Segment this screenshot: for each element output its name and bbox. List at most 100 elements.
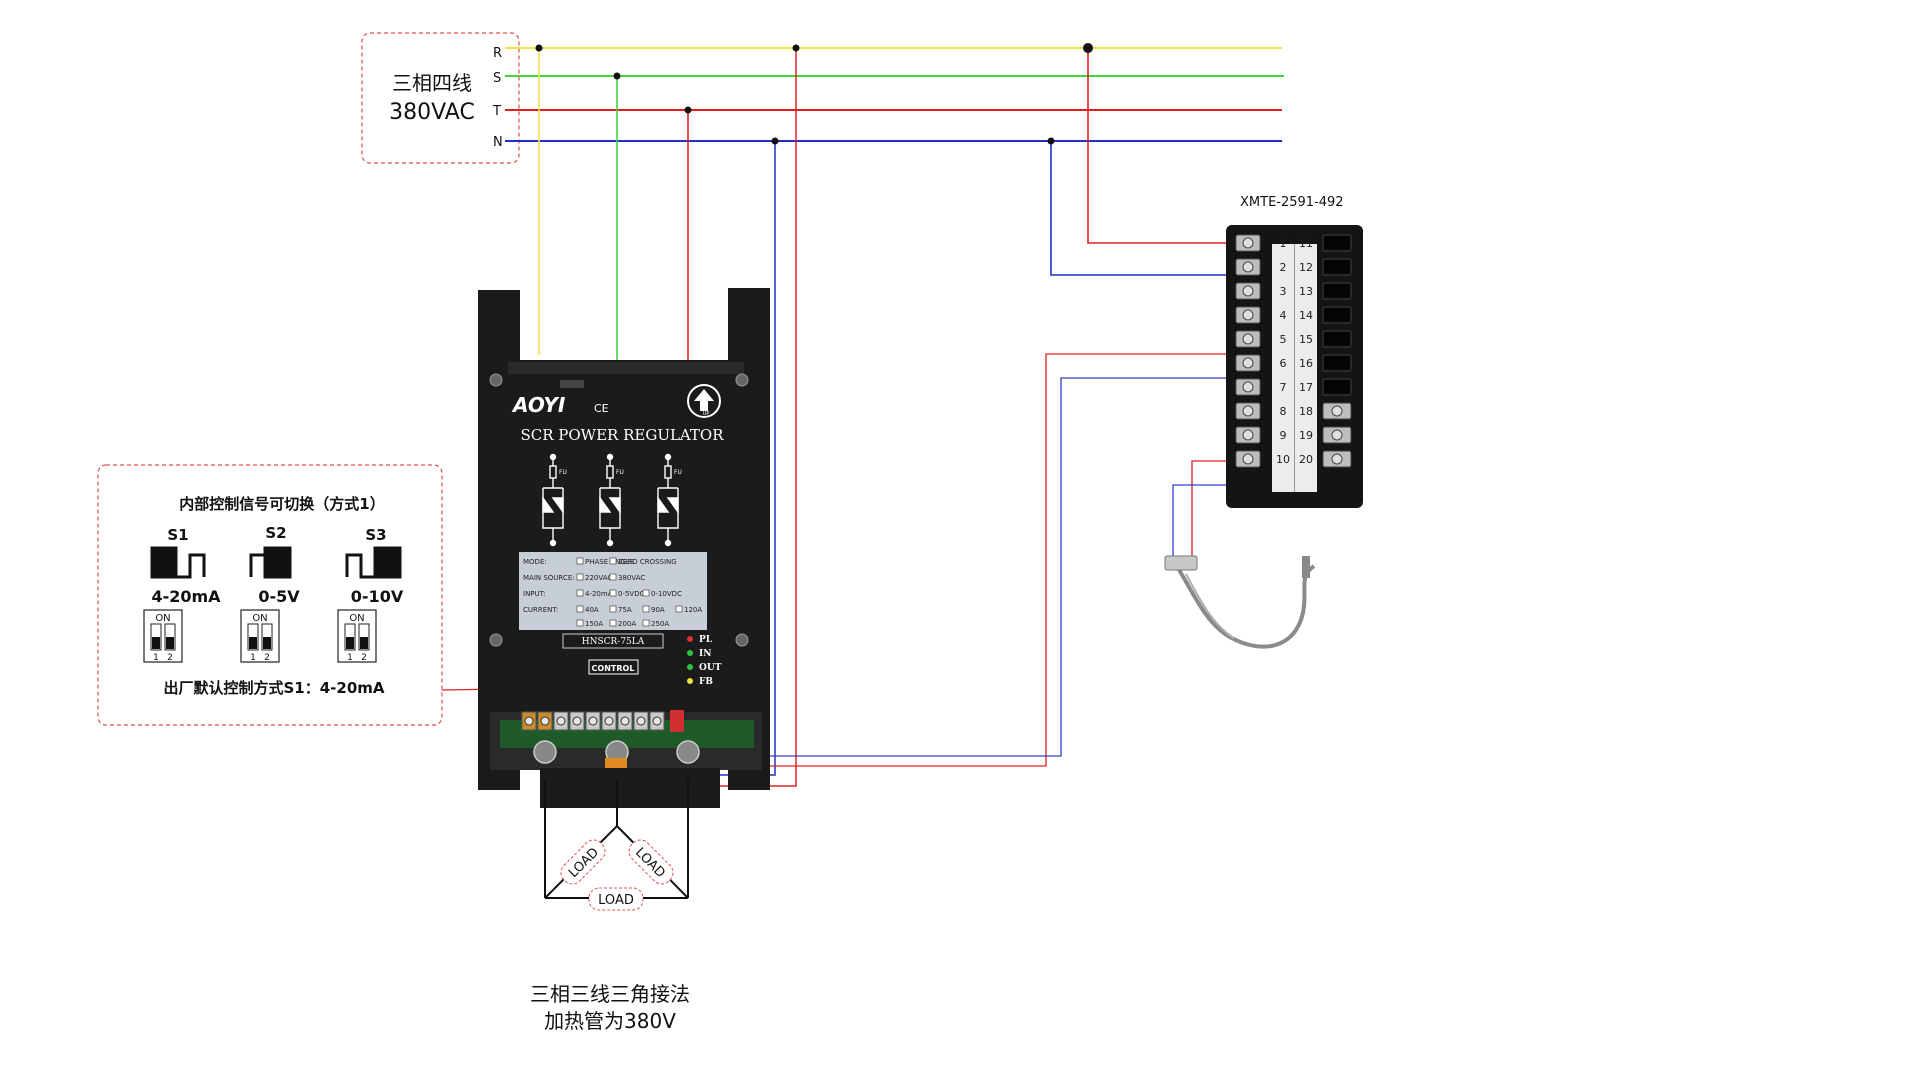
- led-indicator: [687, 636, 693, 642]
- led-label: IN: [699, 649, 711, 659]
- sensor-minus-wire: [1172, 484, 1236, 556]
- spec-key: MAIN SOURCE:: [523, 574, 575, 582]
- controller-terminal-number: 10: [1276, 453, 1290, 466]
- spec-option: 380VAC: [618, 574, 645, 582]
- screw-head-icon: [572, 716, 582, 726]
- fuse-label: FU: [674, 469, 682, 476]
- regulator-name: SCR POWER REGULATOR: [520, 426, 724, 444]
- screw-head-icon: [556, 716, 566, 726]
- dip-switch-body: [143, 609, 183, 663]
- spec-option: 75A: [618, 606, 632, 614]
- controller-terminal-number: 15: [1299, 333, 1313, 346]
- regulator-screws: [489, 373, 749, 647]
- controller-terminal-number: 14: [1299, 309, 1313, 322]
- controller-socket-right: [1322, 354, 1352, 372]
- phase-label-r: R: [493, 46, 502, 61]
- supply-title-line1: 三相四线: [392, 71, 472, 95]
- controller-socket-right: [1322, 282, 1352, 300]
- thyristor-node-top: [664, 453, 672, 461]
- switch-dashed-box: [97, 464, 443, 726]
- controller-terminal-number: 12: [1299, 261, 1313, 274]
- controller-terminal-number: 2: [1280, 261, 1287, 274]
- dip-lever: [263, 637, 271, 649]
- screw-head-icon: [1242, 429, 1254, 441]
- switch-box-title: 内部控制信号可切换（方式1）: [179, 495, 384, 513]
- thyristor-node-bottom: [664, 539, 672, 547]
- load-caption-line1: 三相三线三角接法: [530, 982, 690, 1006]
- screw-head-icon: [588, 716, 598, 726]
- controller-terminal-number: 11: [1299, 237, 1313, 250]
- screw-head-icon: [1242, 237, 1254, 249]
- screw-head-icon: [524, 716, 534, 726]
- switch-name-s3: S3: [365, 526, 386, 544]
- spec-option: ZERO CROSSING: [618, 558, 677, 566]
- spec-checkbox: [609, 573, 617, 581]
- regulator-model: HNSCR-75LA: [582, 637, 645, 647]
- switch-range-s1: 4-20mA: [151, 587, 221, 606]
- dip-lever: [346, 637, 354, 649]
- dip-switch-red: [670, 710, 684, 732]
- spec-checkbox: [609, 557, 617, 565]
- led-label: FB: [699, 677, 713, 687]
- dip-pin-number: 2: [361, 653, 367, 663]
- controller-terminal-number: 5: [1280, 333, 1287, 346]
- spec-option: 200A: [618, 620, 636, 628]
- spec-option: PHASE ANGLE: [585, 558, 634, 566]
- thyristor-node-top: [549, 453, 557, 461]
- dip-pin-number: 1: [153, 653, 159, 663]
- thyristor-node-bottom: [549, 539, 557, 547]
- controller-terminal-number: 1: [1280, 237, 1287, 250]
- spec-checkbox: [642, 619, 650, 627]
- n-to-controller: [1050, 141, 1232, 276]
- spec-checkbox: [642, 605, 650, 613]
- load-caption-line2: 加热管为380V: [544, 1009, 676, 1033]
- spec-checkbox: [576, 557, 584, 565]
- controller-socket-right: [1322, 378, 1352, 396]
- controller-socket-right: [1322, 258, 1352, 276]
- led-indicator: [687, 664, 693, 670]
- screw-head-icon: [1242, 285, 1254, 297]
- controller-socket-right: [1322, 306, 1352, 324]
- thyristor-icon: [657, 495, 679, 515]
- switch-default-note: 出厂默认控制方式S1：4-20mA: [163, 679, 384, 697]
- controller-terminal-number: 9: [1280, 429, 1287, 442]
- screw-head-icon: [1242, 333, 1254, 345]
- scr-regulator: [478, 288, 770, 808]
- spec-checkbox: [675, 605, 683, 613]
- spec-option: 250A: [651, 620, 669, 628]
- spec-checkbox: [576, 589, 584, 597]
- spec-key: CURRENT:: [523, 606, 558, 614]
- dip-pin-number: 1: [250, 653, 256, 663]
- spec-checkbox: [576, 605, 584, 613]
- controller-terminal-number: 17: [1299, 381, 1313, 394]
- spec-checkbox: [609, 619, 617, 627]
- control-label: CONTROL: [592, 664, 635, 673]
- screw-head-icon: [1242, 357, 1254, 369]
- led-indicator: [687, 678, 693, 684]
- screw-head-icon: [1242, 309, 1254, 321]
- phase-label-t: T: [492, 104, 501, 119]
- control-plate: [588, 659, 639, 675]
- dip-lever: [166, 637, 174, 649]
- spec-option: 220VAC: [585, 574, 612, 582]
- regulator-output-lugs: [533, 740, 700, 764]
- supply-dashed-box: [361, 32, 520, 164]
- screw-head-icon: [1242, 261, 1254, 273]
- spec-checkbox: [609, 589, 617, 597]
- thyristor-icon: [542, 495, 564, 515]
- model-plate: [562, 633, 664, 649]
- dip-on-label: ON: [155, 613, 170, 624]
- phase-label-s: S: [493, 71, 501, 86]
- spec-key: MODE:: [523, 558, 547, 566]
- spec-option: 40A: [585, 606, 599, 614]
- dip-lever: [152, 637, 160, 649]
- led-label: OUT: [699, 663, 722, 673]
- thyristor-icon: [599, 495, 621, 515]
- controller-terminal-number: 6: [1280, 357, 1287, 370]
- sensor-plus-wire: [1191, 460, 1236, 556]
- led-indicator: [687, 650, 693, 656]
